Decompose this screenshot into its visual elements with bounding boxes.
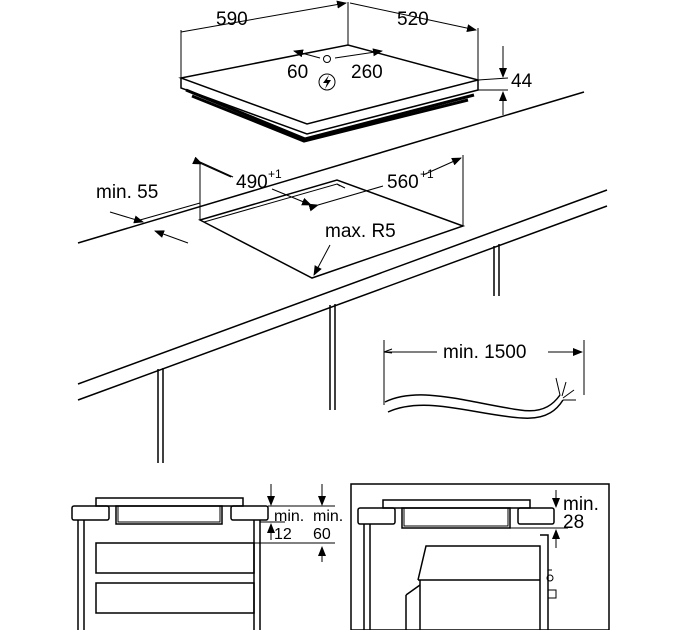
section-left-b-line1: min.	[313, 508, 343, 525]
cutout-width-label: 490	[236, 172, 268, 193]
hob-depth-label: 520	[397, 9, 429, 30]
max-radius-label: max. R5	[325, 221, 396, 242]
section-left-drawing	[71, 484, 335, 630]
hob-height-label: 44	[511, 71, 533, 92]
min-front-distance-label: min. 55	[96, 182, 158, 203]
cutout-depth-tolerance: +1	[420, 167, 434, 181]
section-left-b-line2: 60	[313, 526, 331, 543]
connection-left-label: 60	[287, 62, 308, 83]
cable-drawing	[383, 340, 585, 419]
cutout-width-tolerance: +1	[268, 167, 282, 181]
lightning-in-circle-icon	[318, 73, 336, 91]
section-left-a-line2: 12	[274, 526, 292, 543]
section-right-line2: 28	[563, 512, 584, 533]
section-left-a-line1: min.	[274, 508, 304, 525]
cutout-depth-label: 560	[387, 172, 419, 193]
worktop-drawing	[77, 91, 608, 463]
hob-width-label: 590	[216, 9, 248, 30]
hob-drawing	[178, 0, 509, 143]
section-right-line1: min.	[563, 494, 599, 515]
section-right-drawing	[350, 483, 610, 630]
connection-right-label: 260	[351, 62, 383, 83]
cable-length-label: min. 1500	[443, 342, 526, 363]
